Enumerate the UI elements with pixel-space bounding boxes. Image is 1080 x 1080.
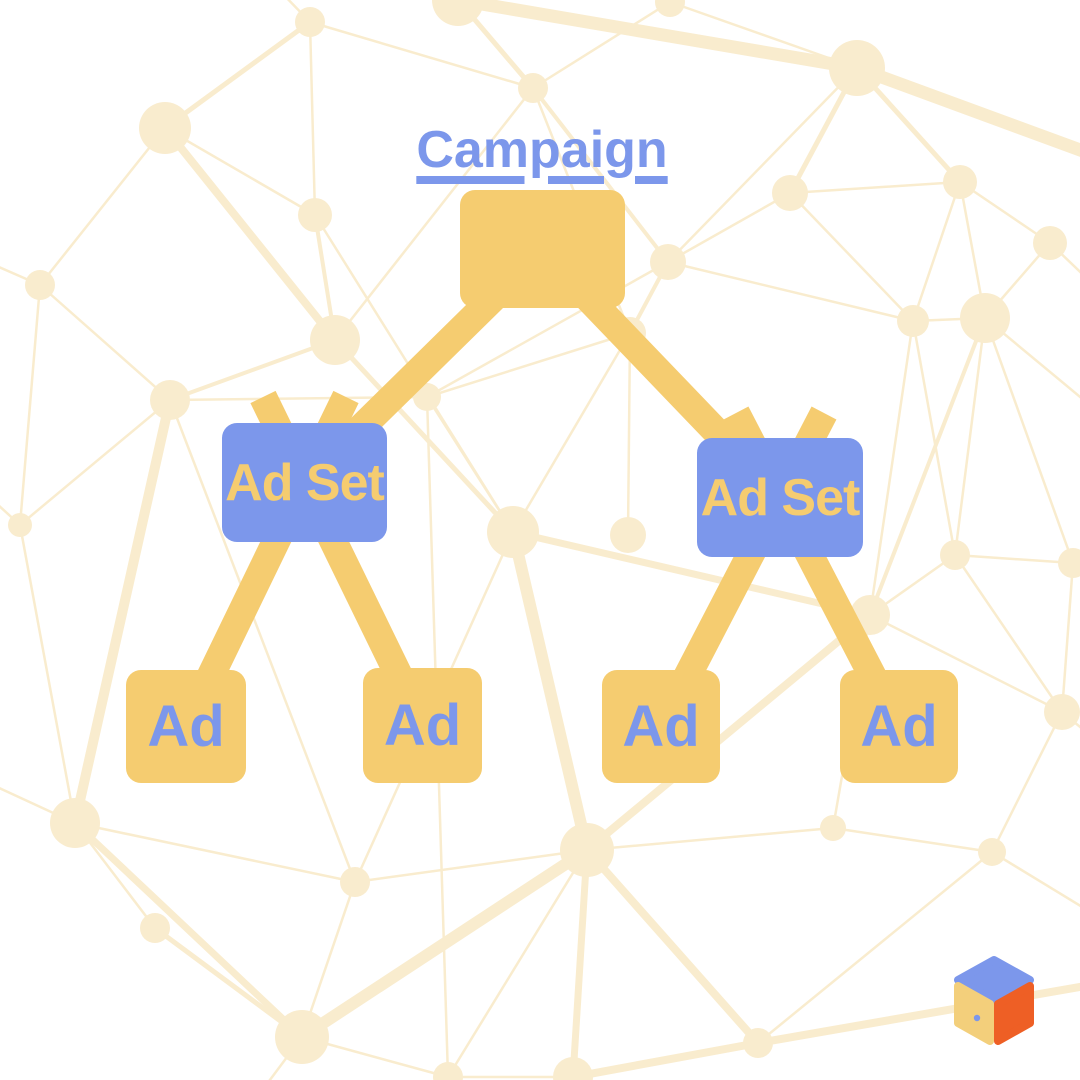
adset-2-label: Ad Set xyxy=(700,468,861,527)
logo-left-face xyxy=(954,982,994,1045)
ad-node-4: Ad xyxy=(840,670,958,783)
campaign-title: Campaign xyxy=(416,121,668,179)
adset-1-label: Ad Set xyxy=(225,453,385,512)
campaign-node xyxy=(460,190,625,308)
ad-node-1: Ad xyxy=(126,670,246,783)
adset-node-1: Ad Set xyxy=(222,423,387,542)
ad-1-label: Ad xyxy=(147,694,225,759)
ad-2-label: Ad xyxy=(383,693,462,758)
ad-3-label: Ad xyxy=(622,694,700,759)
ad-node-2: Ad xyxy=(363,668,482,783)
ad-node-3: Ad xyxy=(602,670,720,783)
logo-top-face xyxy=(954,956,1034,1004)
logo-right-face xyxy=(994,982,1034,1045)
logo-dot xyxy=(973,1014,981,1022)
ad-4-label: Ad xyxy=(860,694,938,759)
network-nodes xyxy=(8,0,1080,1080)
adset-node-2: Ad Set xyxy=(697,438,863,557)
cube-logo-icon xyxy=(954,956,1034,1045)
